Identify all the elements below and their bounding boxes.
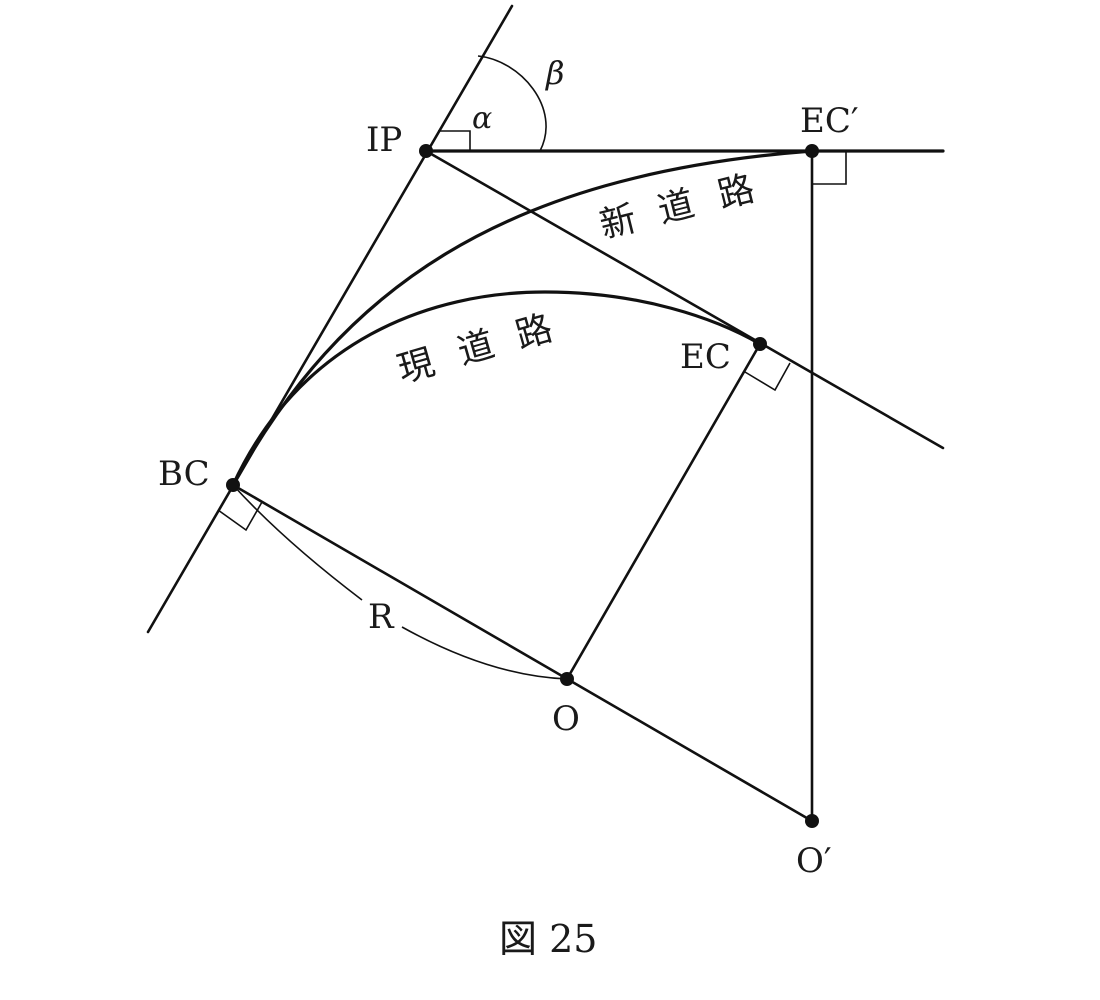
radius-line-o-ec xyxy=(565,342,762,681)
new-road-char: 路 xyxy=(714,168,759,216)
tangent-line-bc-ip xyxy=(146,4,514,634)
figure-caption: 図 25 xyxy=(499,917,597,961)
right-angle-marker-ip xyxy=(438,130,471,151)
point-ec xyxy=(753,337,767,351)
label-beta: β xyxy=(545,54,565,92)
label-bc: BC xyxy=(158,454,210,494)
label-ip: IP xyxy=(366,120,402,160)
new-road-label: 新 道 路 xyxy=(596,168,759,246)
label-ecprime: EC′ xyxy=(800,101,859,141)
current-road-label: 現 道 路 xyxy=(393,308,557,391)
beta-angle-arc xyxy=(477,55,547,152)
point-ecprime xyxy=(805,144,819,158)
new-road-char: 新 xyxy=(596,198,641,246)
tangent-line-ip-ec xyxy=(424,149,945,450)
right-angle-marker-ecprime xyxy=(812,151,847,185)
point-oprime xyxy=(805,814,819,828)
point-bc xyxy=(226,478,240,492)
current-road-curve xyxy=(231,290,762,487)
point-ip xyxy=(419,144,433,158)
radius-line-bc-oprime xyxy=(231,483,814,823)
label-ec: EC xyxy=(680,337,731,377)
point-o xyxy=(560,672,574,686)
new-road-curve xyxy=(231,149,814,487)
label-oprime: O′ xyxy=(796,841,832,881)
radius-dimension-arc-lower xyxy=(401,626,568,680)
right-angle-marker-bc xyxy=(217,501,263,532)
radius-dimension-arc xyxy=(232,484,363,601)
current-road-char: 現 xyxy=(393,342,439,391)
current-road-char: 道 xyxy=(453,324,499,373)
label-radius: R xyxy=(368,597,395,637)
new-road-char: 道 xyxy=(654,183,699,231)
label-o: O xyxy=(552,699,580,739)
current-road-char: 路 xyxy=(511,308,557,357)
label-alpha: α xyxy=(472,101,492,136)
right-angle-marker-ec xyxy=(744,362,791,392)
